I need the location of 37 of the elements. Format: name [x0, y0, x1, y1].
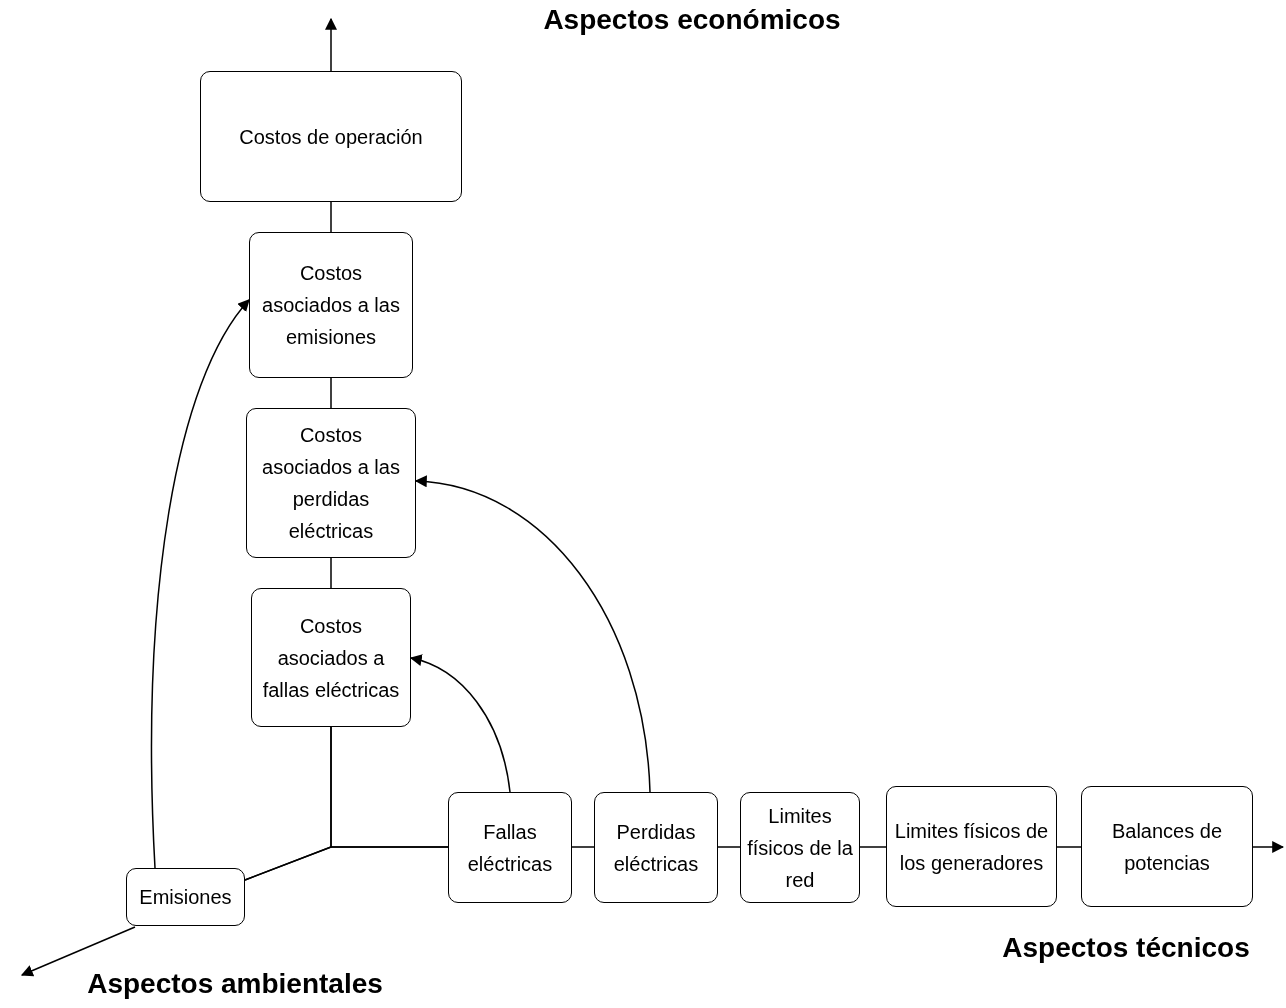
arrow — [409, 655, 511, 793]
arrow — [414, 476, 651, 793]
box-label: Emisiones — [139, 885, 232, 910]
process-box — [200, 71, 462, 202]
connector-line — [859, 846, 887, 848]
connector-line — [717, 846, 741, 848]
axis-title: Aspectos ambientales — [87, 968, 383, 1000]
connector-line — [330, 201, 332, 233]
connector-line — [244, 846, 449, 881]
arrow — [20, 926, 136, 977]
box-label: Limites físicos de los generadores — [893, 818, 1050, 876]
axis-title: Aspectos económicos — [543, 4, 841, 36]
axis-title: Aspectos técnicos — [1002, 932, 1250, 964]
process-box — [448, 792, 572, 903]
process-box — [1081, 786, 1253, 907]
box-label: Fallas eléctricas — [466, 819, 554, 877]
process-box — [251, 588, 411, 727]
box-label: Perdidas eléctricas — [612, 819, 700, 877]
box-label: Balances de potencias — [1110, 818, 1224, 876]
connector-line — [571, 846, 595, 848]
process-box — [249, 232, 413, 378]
process-box — [886, 786, 1057, 907]
connector-line — [1056, 846, 1082, 848]
box-label: Costos de operación — [239, 124, 423, 150]
box-label: Costos asociados a las emisiones — [261, 261, 401, 350]
box-label: Costos asociados a fallas eléctricas — [261, 613, 401, 703]
arrow — [1252, 841, 1285, 853]
process-box — [740, 792, 860, 903]
process-box — [246, 408, 416, 558]
connector-line — [330, 377, 332, 409]
connector-line — [330, 557, 332, 589]
process-box — [594, 792, 718, 903]
box-label: Costos asociados a las perdidas eléctricas — [261, 423, 401, 544]
process-box — [126, 868, 245, 926]
box-label: Limites físicos de la red — [747, 803, 853, 893]
arrow — [325, 17, 337, 72]
arrow — [150, 299, 250, 869]
